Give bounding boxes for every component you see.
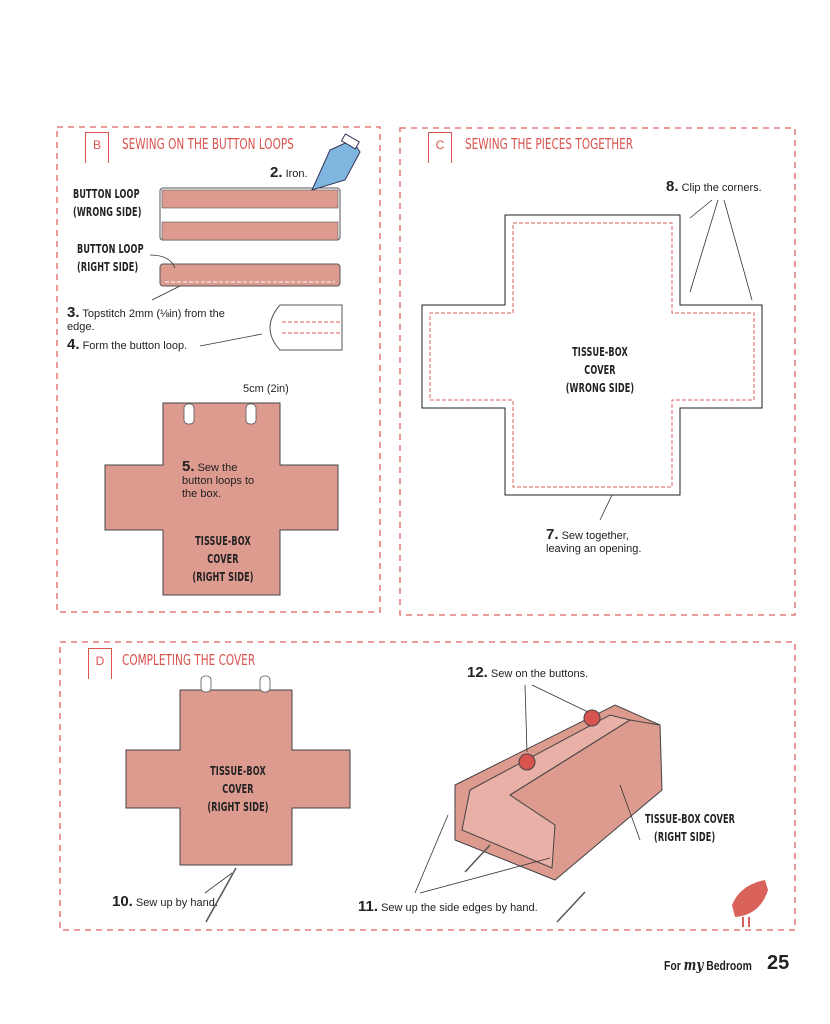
section-b-frame <box>56 126 381 613</box>
section-c-frame <box>399 127 796 616</box>
cross-b <box>104 402 339 596</box>
bird-logo <box>732 880 768 927</box>
label-cover-right-d2: Tissue-box cover(right side) <box>645 812 736 844</box>
footer-book-title: For my Bedroom <box>664 956 752 974</box>
section-b-badge: B <box>85 132 109 163</box>
section-d-badge: D <box>88 648 112 679</box>
cross-d <box>125 689 351 866</box>
needle-icon <box>205 844 586 923</box>
section-d-frame <box>59 641 796 931</box>
step-7: 7. Sew together, leaving an opening. <box>546 526 642 555</box>
step-10: 10. Sew up by hand. <box>112 893 218 910</box>
step-2: 2. Iron. <box>270 164 308 181</box>
tissue-box-3d <box>454 704 663 881</box>
button-loop-right-side <box>159 263 341 287</box>
button-loop-wrong-side <box>159 187 341 241</box>
step-12: 12. Sew on the buttons. <box>467 664 589 681</box>
step-8: 8. Clip the corners. <box>666 178 762 195</box>
section-c-badge: C <box>428 132 452 163</box>
step-5: 5. Sew the button loops to the box. <box>182 458 255 500</box>
step-3: 3. Topstitch 2mm (⅛in) from the edge. <box>67 304 225 333</box>
page-number: 25 <box>767 952 790 974</box>
cross-c <box>421 214 763 496</box>
button-loop-formed <box>269 304 343 351</box>
section-b-title: Sewing on the button loops <box>122 135 294 153</box>
measure-label: 5cm (2in) <box>243 383 289 395</box>
label-cover-wrong: Tissue-box cover(wrong side) <box>565 345 635 395</box>
section-c-title: Sewing the pieces together <box>465 135 634 153</box>
step-11: 11. Sew up the side edges by hand. <box>358 898 538 915</box>
section-d-title: Completing the cover <box>122 651 256 669</box>
label-loop-right: Button loop(right side) <box>77 242 144 274</box>
step-4: 4. Form the button loop. <box>67 336 188 353</box>
iron-icon <box>311 133 361 191</box>
label-cover-right-b: Tissue-box cover(right side) <box>192 534 254 584</box>
label-loop-wrong: Button loop(wrong side) <box>73 187 142 219</box>
label-cover-right-d1: Tissue-box cover(right side) <box>207 764 269 814</box>
